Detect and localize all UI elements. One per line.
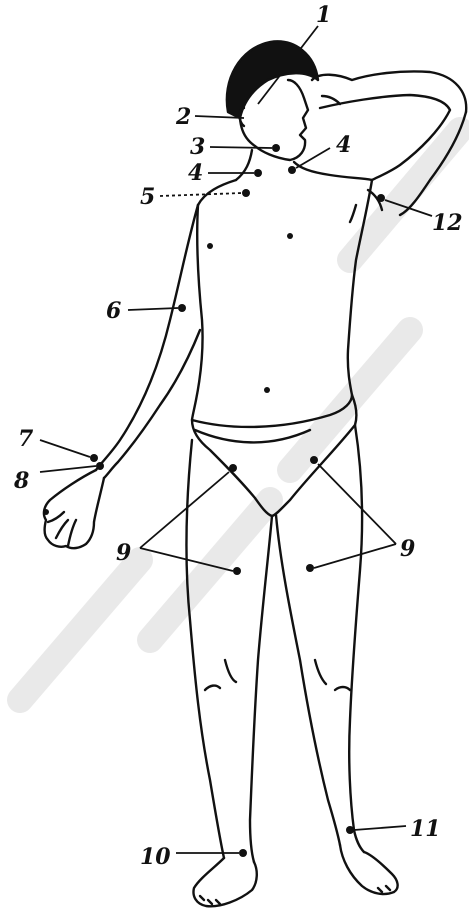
raised-hand <box>312 71 466 112</box>
leader-4b <box>296 148 330 168</box>
leader-11 <box>354 826 406 830</box>
label-3: 3 <box>190 134 205 160</box>
leader-9b-1 <box>318 464 396 544</box>
label-8: 8 <box>13 468 29 494</box>
leader-8 <box>40 466 96 472</box>
left-leg-inner <box>250 516 272 862</box>
right-foot <box>340 845 398 894</box>
left-hand <box>44 470 104 548</box>
marker-10 <box>239 849 247 857</box>
marker-9-thigh-right <box>306 564 314 572</box>
leader-3 <box>210 147 272 148</box>
marker-9-groin-right <box>310 456 318 464</box>
marker-12 <box>377 194 385 202</box>
neck-left <box>236 150 252 180</box>
label-12: 12 <box>432 210 463 236</box>
marker-4a <box>254 169 262 177</box>
leader-9b-2 <box>314 544 396 568</box>
leader-lines <box>40 26 432 853</box>
label-11: 11 <box>410 816 441 842</box>
lymph-node-markers <box>43 144 385 857</box>
marker-7 <box>90 454 98 462</box>
right-leg-outer <box>349 425 364 852</box>
label-9-right: 9 <box>400 536 415 562</box>
torso-left <box>192 205 203 420</box>
left-arm-inner <box>104 330 200 478</box>
marker-4b <box>288 166 296 174</box>
marker-9-thigh-left <box>233 567 241 575</box>
label-2: 2 <box>175 104 191 130</box>
label-4a: 4 <box>188 160 203 186</box>
leader-7 <box>40 440 90 457</box>
shoulder-left <box>198 180 236 205</box>
marker-8 <box>96 462 104 470</box>
label-5: 5 <box>140 184 155 210</box>
neck-right <box>294 162 372 180</box>
marker-9-groin-left <box>229 464 237 472</box>
marker-3 <box>272 144 280 152</box>
labels: 1 2 3 4 4 5 6 7 8 9 9 10 11 12 <box>13 2 463 870</box>
marker-5 <box>242 189 250 197</box>
leader-5 <box>160 193 242 196</box>
right-leg-inner <box>276 515 340 845</box>
left-arm-outer <box>96 205 198 470</box>
marker-11 <box>346 826 354 834</box>
label-6: 6 <box>106 298 121 324</box>
leader-6 <box>128 308 178 310</box>
marker-6 <box>178 304 186 312</box>
nipple-left <box>207 243 213 249</box>
label-7: 7 <box>18 426 34 452</box>
watermark <box>20 130 460 700</box>
label-4b: 4 <box>336 132 351 158</box>
hair <box>227 41 318 118</box>
label-1: 1 <box>316 2 331 28</box>
leader-9a-1 <box>140 472 229 548</box>
navel <box>264 387 270 393</box>
nipple-right <box>287 233 293 239</box>
label-10: 10 <box>140 844 171 870</box>
label-9-left: 9 <box>116 540 131 566</box>
